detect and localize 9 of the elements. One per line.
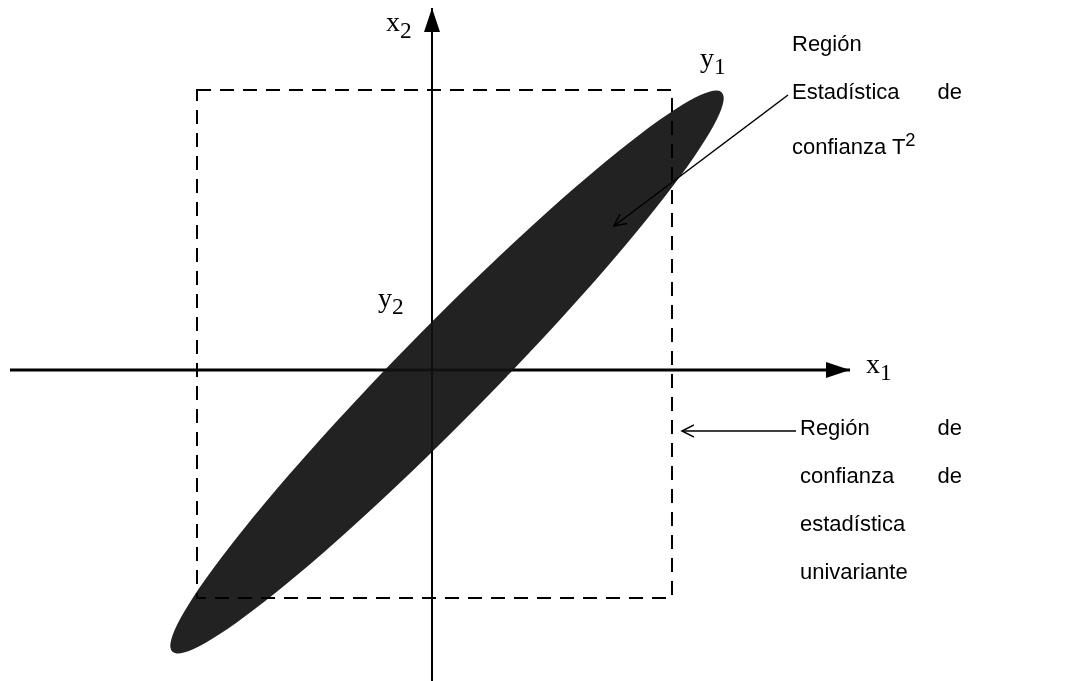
axis-label: y$_{2}$ (378, 284, 404, 318)
confidence-ellipse (170, 90, 724, 654)
axis-label: y$_{1}$ (700, 44, 726, 78)
leader-arrow (681, 424, 797, 438)
axis-label: x$_{1}$ (866, 350, 892, 384)
region-label: Región Estadística de confianza T$^{2}$ (792, 30, 962, 162)
leader-arrow (613, 94, 789, 227)
axis-label: x$_{2}$ (386, 8, 412, 42)
region-label: Región de confianza de estadística univariante (800, 414, 962, 586)
